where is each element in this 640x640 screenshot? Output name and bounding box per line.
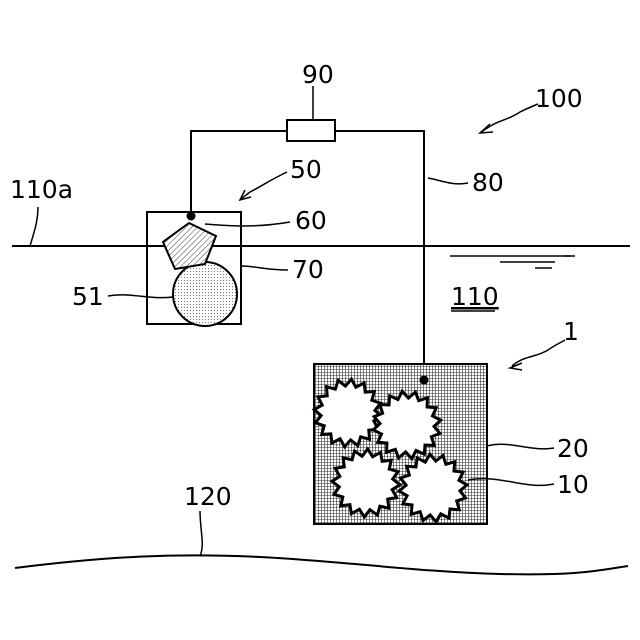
sphere xyxy=(173,262,237,326)
label-gears: 10 xyxy=(557,470,589,499)
cable-node-top xyxy=(187,212,196,221)
label-unit: 50 xyxy=(290,155,322,184)
label-surface: 110a xyxy=(10,175,73,204)
label-bottom: 120 xyxy=(184,482,232,511)
label-device: 100 xyxy=(535,84,583,113)
label-container: 20 xyxy=(557,434,589,463)
label-assembly: 1 xyxy=(563,317,579,346)
label-cable: 80 xyxy=(472,168,504,197)
label-sphere: 51 xyxy=(72,282,104,311)
label-pentagon: 60 xyxy=(295,206,327,235)
label-junction: 90 xyxy=(302,60,334,89)
cable-node-bottom xyxy=(420,376,429,385)
gear-3 xyxy=(332,449,400,517)
junction-box xyxy=(287,120,335,141)
label-box: 70 xyxy=(292,255,324,284)
label-water: 110 xyxy=(451,282,499,311)
ripple-marks xyxy=(450,256,575,268)
seabed-line xyxy=(15,555,628,574)
